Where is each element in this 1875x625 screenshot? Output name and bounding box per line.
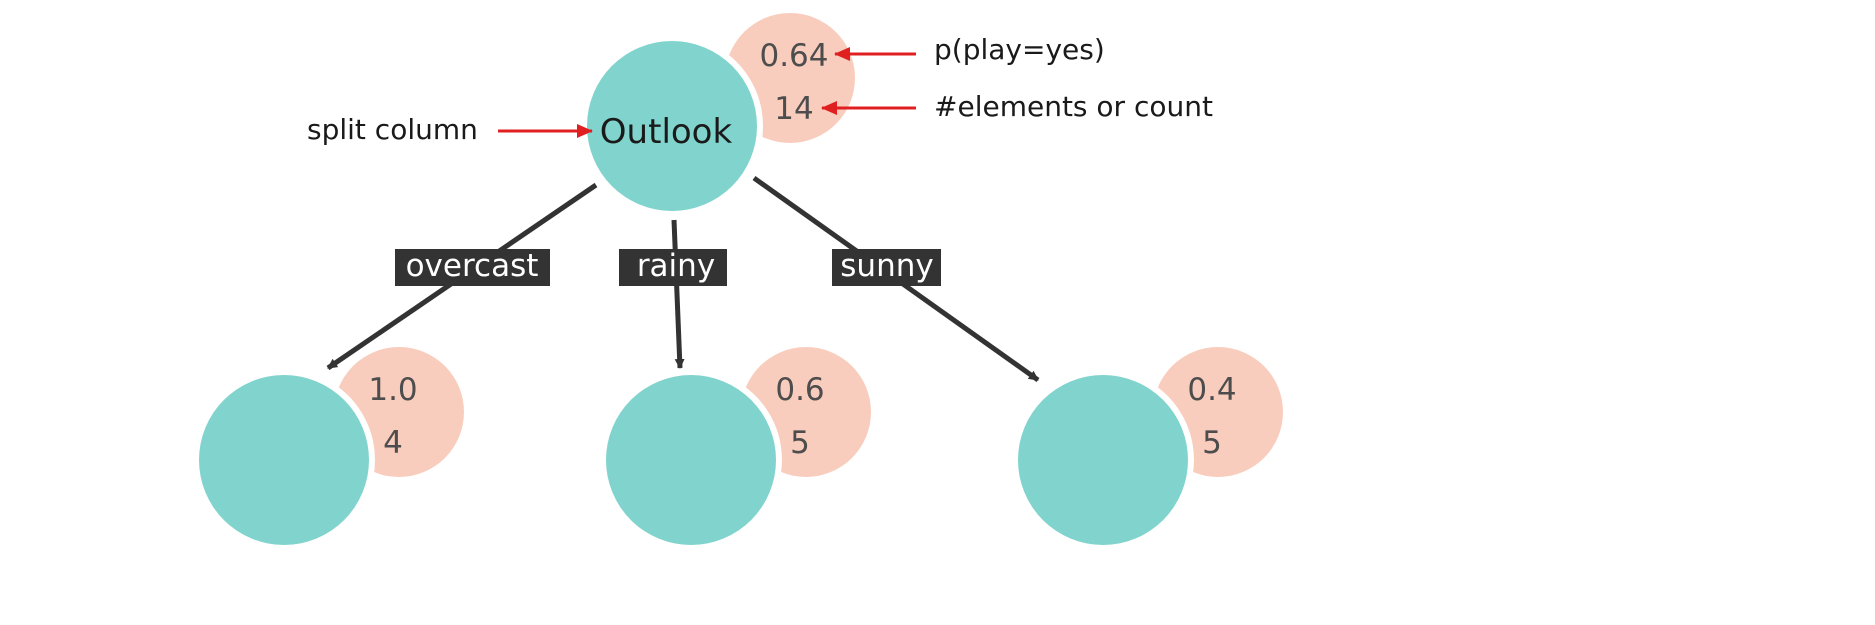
root-node-circle: [587, 41, 757, 211]
edge-label-bg: [395, 249, 550, 286]
annotations: p(play=yes) #elements or count split col…: [307, 33, 1213, 146]
edge-label-bg: [832, 249, 941, 286]
child-node-circle: [1018, 375, 1188, 545]
child-probability: 0.6: [775, 372, 824, 408]
probability-annotation-label: p(play=yes): [934, 33, 1105, 66]
child-count: 4: [383, 425, 403, 461]
child-probability: 0.4: [1187, 372, 1236, 408]
child-count: 5: [790, 425, 810, 461]
edge-label-overcast: overcast: [395, 248, 550, 286]
count-annotation-label: #elements or count: [934, 90, 1213, 123]
child-node-sunny: 0.4 5: [1012, 347, 1283, 551]
root-probability: 0.64: [759, 38, 828, 74]
root-node: Outlook 0.64 14: [581, 13, 855, 217]
child-node-circle: [606, 375, 776, 545]
edge-rainy: [671, 219, 685, 369]
child-node-circle: [199, 375, 369, 545]
split-annotation-label: split column: [307, 113, 478, 146]
edge-label-text: sunny: [840, 248, 933, 284]
child-count: 5: [1202, 425, 1222, 461]
edge-label-text: rainy: [637, 248, 715, 284]
edge-label-rainy: rainy: [619, 248, 727, 286]
child-probability: 1.0: [368, 372, 417, 408]
child-node-overcast: 1.0 4: [193, 347, 464, 551]
root-node-label: Outlook: [600, 112, 733, 152]
child-node-rainy: 0.6 5: [600, 347, 871, 551]
root-count: 14: [774, 91, 813, 127]
edge-label-bg: [619, 249, 727, 286]
edge-label-sunny: sunny: [832, 248, 941, 286]
edge-label-text: overcast: [406, 248, 539, 284]
